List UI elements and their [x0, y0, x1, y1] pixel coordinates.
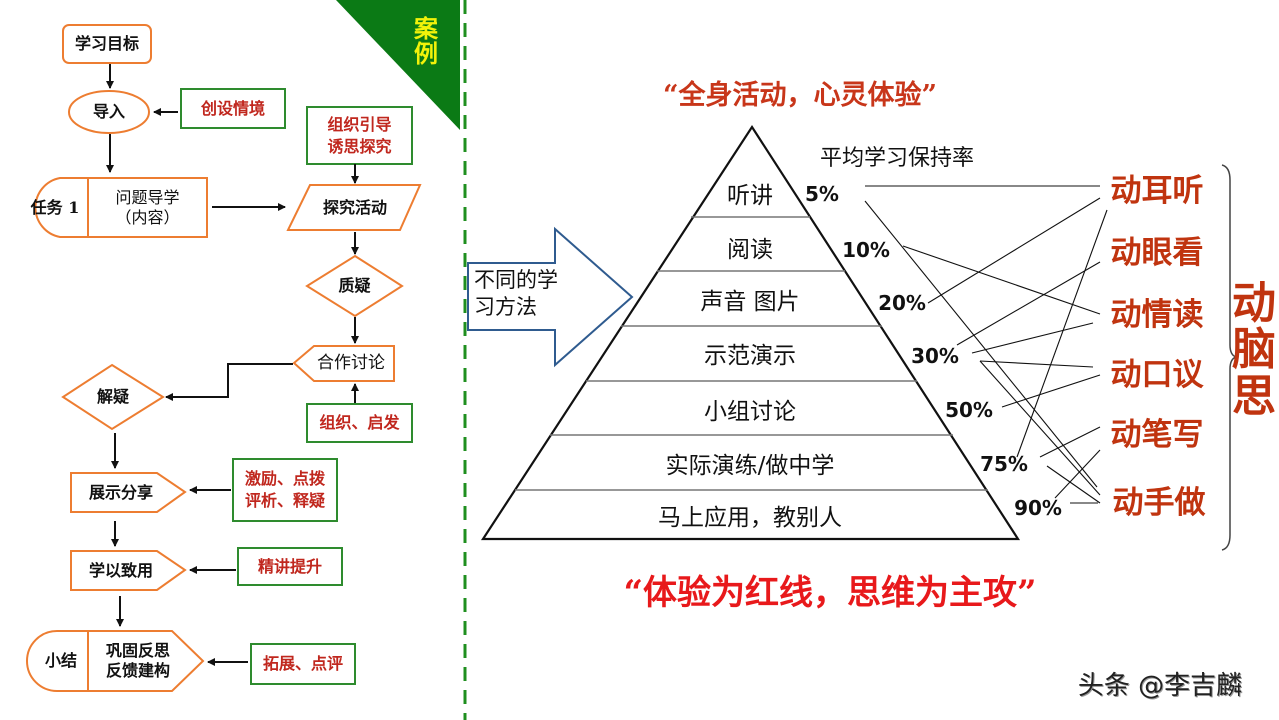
activity-hand-do: 动手做 — [1112, 484, 1206, 521]
activity-mouth-discuss: 动口议 — [1110, 356, 1204, 393]
brace-char-3: 思 — [1232, 370, 1276, 422]
matching-lines — [864, 185, 1108, 504]
summary-line-1: 巩固反思 — [105, 641, 170, 660]
layer-group-discussion: 小组讨论 — [704, 399, 796, 425]
brace — [1221, 164, 1239, 551]
rate-50: 50% — [945, 398, 993, 422]
task-content-line-2: （内容） — [115, 207, 180, 227]
arrow-label-line-2: 习方法 — [474, 295, 537, 320]
node-summary-label: 小结 — [44, 651, 77, 670]
arrow-label-line-1: 不同的学 — [474, 268, 558, 292]
activity-eye-look: 动眼看 — [1110, 234, 1204, 271]
note-guide-inquiry: 组织引导 诱思探究 — [307, 107, 412, 164]
rate-90: 90% — [1014, 496, 1062, 520]
rate-75: 75% — [980, 452, 1028, 476]
task-content-line-1: 问题导学 — [115, 187, 180, 207]
node-discuss: 合作讨论 — [317, 352, 385, 373]
rate-10: 10% — [842, 238, 890, 262]
layer-demonstration: 示范演示 — [704, 343, 796, 369]
brace-char-2: 脑 — [1232, 324, 1276, 376]
node-task-content: 问题导学 （内容） — [88, 180, 207, 235]
case-tag-char-1: 案 — [414, 13, 438, 43]
top-quote: “全身活动，心灵体验” — [662, 79, 938, 111]
arrow-label: 不同的学 习方法 — [474, 267, 564, 327]
summary-line-2: 反馈建构 — [105, 661, 170, 680]
share-note-line-1: 激励、点拨 — [244, 469, 325, 489]
activity-emotional-read: 动情读 — [1110, 296, 1204, 333]
note-refine: 精讲提升 — [257, 556, 322, 576]
node-question: 质疑 — [338, 276, 371, 295]
rate-5: 5% — [805, 182, 839, 206]
node-explore-activity: 探究活动 — [322, 197, 387, 217]
node-resolve: 解疑 — [96, 387, 129, 406]
note-organize-inspire: 组织、启发 — [319, 413, 400, 433]
guide-note-line-1: 组织引导 — [327, 114, 392, 134]
node-share: 展示分享 — [88, 482, 153, 502]
case-tag-triangle — [336, 0, 460, 130]
note-create-context: 创设情境 — [200, 98, 265, 118]
layer-practice: 实际演练/做中学 — [665, 453, 835, 479]
case-tag: 案 例 — [404, 6, 448, 76]
watermark: 头条 @李吉麟 — [1077, 670, 1243, 701]
brace-char-1: 动 — [1232, 278, 1276, 330]
node-apply: 学以致用 — [88, 560, 153, 580]
pyramid-outline — [480, 124, 1021, 541]
guide-note-line-2: 诱思探究 — [327, 136, 392, 156]
share-note-line-2: 评析、释疑 — [244, 491, 325, 510]
retention-rate-title: 平均学习保持率 — [819, 146, 974, 171]
layer-audiovisual: 声音 图片 — [700, 289, 800, 315]
node-learning-goal: 学习目标 — [74, 34, 139, 53]
bottom-quote: “体验为红线，思维为主攻” — [623, 572, 1037, 613]
layer-teach-others: 马上应用，教别人 — [658, 505, 842, 531]
node-summary-content: 巩固反思 反馈建构 — [90, 633, 186, 689]
layer-lecture: 听讲 — [727, 183, 773, 209]
layer-reading: 阅读 — [727, 237, 773, 263]
activity-ear-listen: 动耳听 — [1110, 172, 1204, 209]
node-intro: 导入 — [92, 102, 125, 121]
node-task-label: 任务 1 — [30, 197, 80, 217]
rate-20: 20% — [878, 291, 926, 315]
note-extend-comment: 拓展、点评 — [262, 654, 343, 674]
case-tag-char-2: 例 — [414, 39, 438, 68]
brace-label-brain-think: 动 脑 思 — [1226, 278, 1279, 423]
activity-pen-write: 动笔写 — [1110, 416, 1204, 453]
note-encourage-evaluate: 激励、点拨 评析、释疑 — [233, 459, 337, 521]
rate-30: 30% — [911, 344, 959, 368]
block-arrow — [467, 226, 634, 368]
